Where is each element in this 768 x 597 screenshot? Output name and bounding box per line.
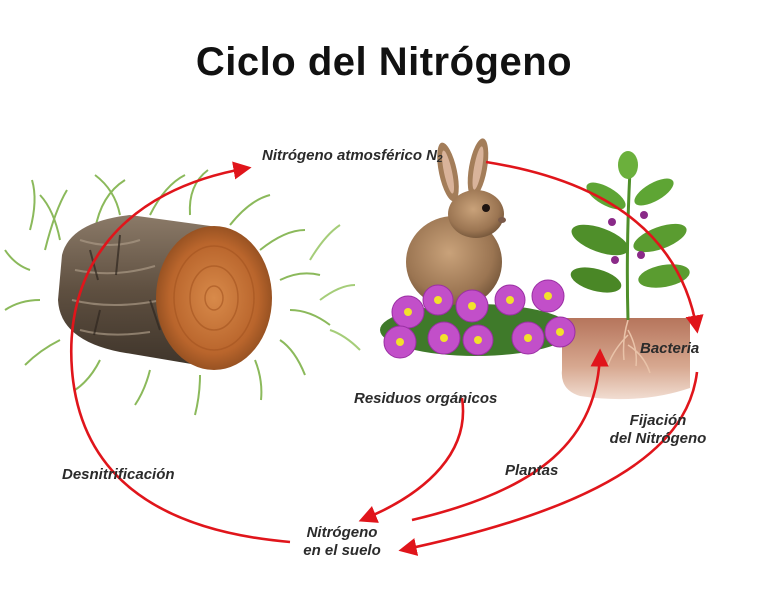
arrow-fijacion-to-suelo [398, 371, 699, 556]
bean-plant-icon [570, 151, 690, 321]
cycle-arrows [69, 160, 704, 556]
purple-flowers-icon [380, 279, 576, 359]
label-suelo-line2: en el suelo [303, 542, 381, 559]
page-title: Ciclo del Nitrógeno [195, 40, 573, 84]
label-fijacion-line1: Fijación [629, 412, 687, 429]
label-residuos-organicos: Residuos orgánicos [354, 390, 498, 407]
tree-log-icon [58, 215, 272, 370]
arrow-atmosferico-to-bacteria [485, 160, 704, 334]
arrow-suelo-to-plantas [411, 348, 609, 522]
label-atmosferico-text: Nitrógeno atmosférico N [262, 147, 438, 164]
rabbit-icon [406, 138, 506, 308]
label-plantas: Plantas [505, 462, 559, 479]
label-fijacion-line2: del Nitrógeno [609, 430, 707, 447]
label-nitrogeno-atmosferico: Nitrógeno atmosférico N2 [262, 147, 443, 169]
label-atmosferico-subscript: 2 [437, 154, 443, 165]
arrow-residuos-to-suelo [358, 397, 465, 523]
grass-icon [4, 169, 361, 416]
arrow-desnitrificacion [69, 161, 291, 544]
label-desnitrificacion: Desnitrificación [62, 466, 175, 483]
label-nitrogeno-suelo: Nitrógeno en el suelo [286, 524, 398, 560]
label-suelo-line1: Nitrógeno [306, 524, 378, 541]
label-bacteria: Bacteria [640, 340, 700, 357]
label-fijacion: Fijación del Nitrógeno [594, 412, 722, 448]
soil-block-icon [561, 318, 690, 400]
